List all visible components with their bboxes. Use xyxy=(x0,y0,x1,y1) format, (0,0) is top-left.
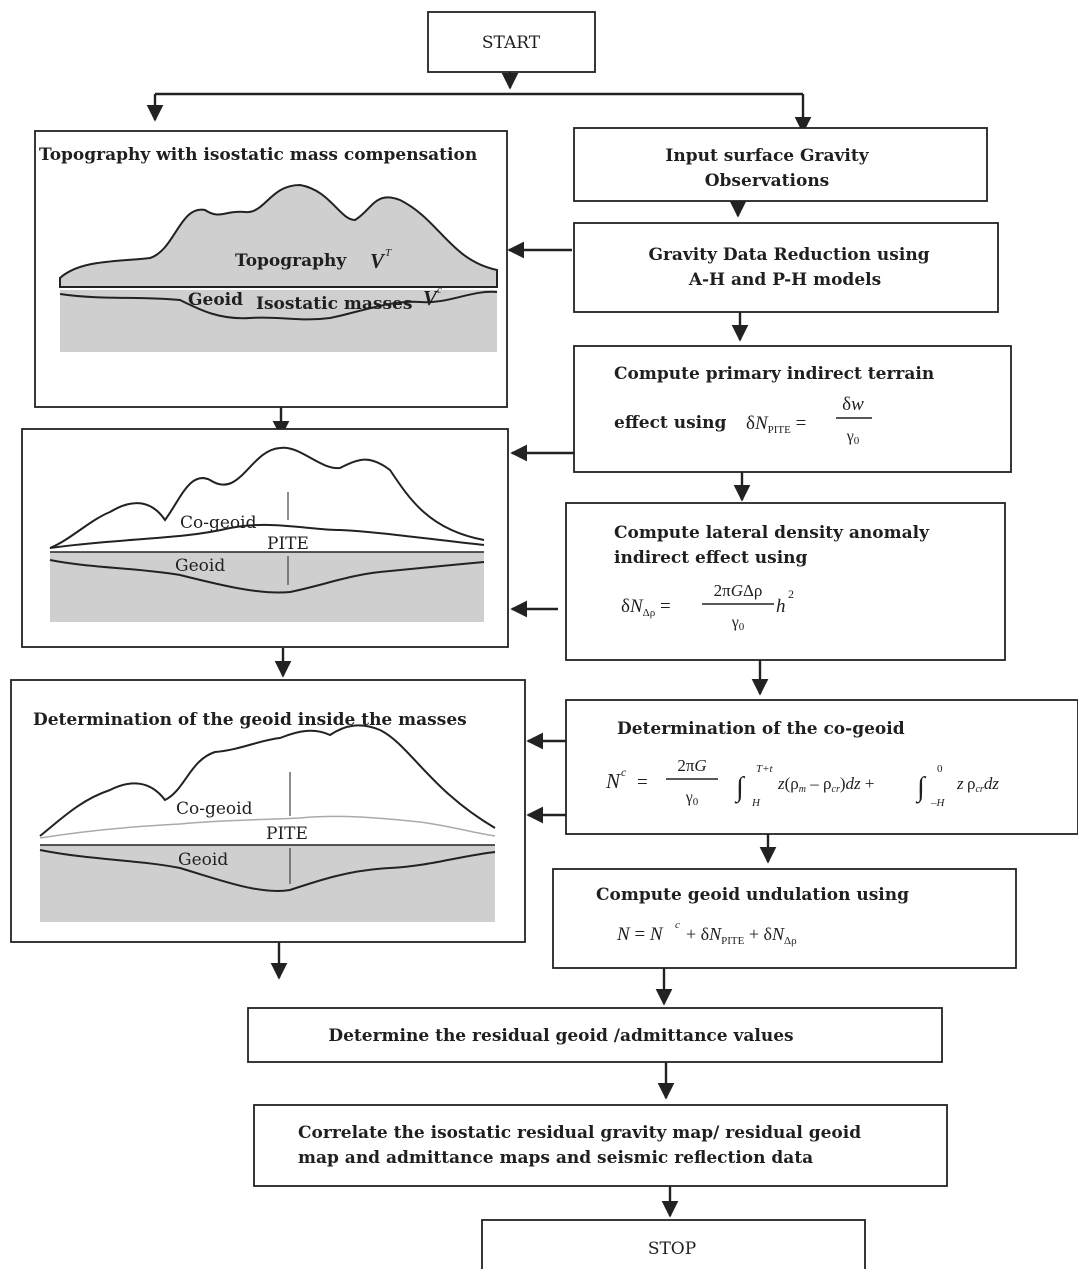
svg-text:h: h xyxy=(776,596,786,617)
correlate-line-1: Correlate the isostatic residual gravity… xyxy=(298,1123,861,1143)
stop-node: STOP xyxy=(481,1219,866,1269)
svg-text:V: V xyxy=(423,286,439,310)
pite-node: Compute primary indirect terrain effect … xyxy=(573,345,1012,473)
svg-text:2πG: 2πG xyxy=(677,756,706,775)
start-node: START xyxy=(427,11,596,73)
svg-text:T+t: T+t xyxy=(756,763,774,775)
svg-text:H: H xyxy=(751,797,761,809)
panel1-title: Topography with isostatic mass compensat… xyxy=(39,145,477,165)
panel-topography-isostatic: Topography with isostatic mass compensat… xyxy=(34,130,508,408)
connectors xyxy=(146,72,812,1218)
pite-line-2: effect using xyxy=(614,413,726,433)
svg-text:c: c xyxy=(675,919,680,931)
panel1-geoid-label: Geoid xyxy=(188,290,243,310)
svg-text:=: = xyxy=(637,772,648,793)
panel3-title: Determination of the geoid inside the ma… xyxy=(33,710,467,730)
panel1-topography-shape xyxy=(59,183,498,288)
svg-text:∫: ∫ xyxy=(915,772,927,804)
svg-text:δw: δw xyxy=(842,394,864,415)
undulation-equation: N = N c + δNPITE + δNΔρ xyxy=(616,919,797,947)
panel2-pite-label: PITE xyxy=(267,534,309,554)
svg-text:δNΔρ =: δNΔρ = xyxy=(621,596,671,619)
panel2-geoid-label: Geoid xyxy=(175,556,225,576)
panel1-topography-label: Topography xyxy=(235,251,347,271)
panel3-geoid-label: Geoid xyxy=(178,850,228,870)
panel1-isostatic-fill xyxy=(60,290,497,352)
start-label: START xyxy=(482,33,541,53)
gravity-reduction-node: Gravity Data Reduction using A-H and P-H… xyxy=(573,222,999,313)
panel3-mass-fill xyxy=(40,845,495,922)
correlate-line-2: map and admittance maps and seismic refl… xyxy=(298,1148,813,1168)
svg-text:N: N xyxy=(605,769,621,793)
residual-node: Determine the residual geoid /admittance… xyxy=(247,1007,943,1063)
svg-text:z(ρm – ρcr)dz +: z(ρm – ρcr)dz + xyxy=(777,774,874,795)
svg-text:–H: –H xyxy=(930,797,946,809)
input-line-2: Observations xyxy=(705,171,830,191)
panel2-mass-fill xyxy=(50,552,484,622)
reduction-line-2: A-H and P-H models xyxy=(688,270,881,290)
lateral-equation: δNΔρ = 2πGΔρ γ0 h 2 xyxy=(621,581,794,633)
stop-label: STOP xyxy=(648,1239,696,1259)
svg-text:0: 0 xyxy=(937,763,943,775)
panel3-pite-label: PITE xyxy=(266,824,308,844)
correlate-node: Correlate the isostatic residual gravity… xyxy=(253,1104,948,1187)
panel3-cogeoid-label: Co-geoid xyxy=(176,799,253,819)
input-line-1: Input surface Gravity xyxy=(665,146,869,166)
svg-text:c: c xyxy=(437,284,442,296)
svg-text:c: c xyxy=(621,765,627,779)
svg-text:V: V xyxy=(370,249,386,273)
input-gravity-node: Input surface Gravity Observations xyxy=(573,127,988,202)
cogeoid-title: Determination of the co-geoid xyxy=(617,719,905,739)
residual-label: Determine the residual geoid /admittance… xyxy=(328,1026,793,1046)
svg-text:N = N: N = N xyxy=(616,924,664,945)
svg-text:∫: ∫ xyxy=(734,772,746,804)
svg-text:2: 2 xyxy=(788,587,794,601)
panel2-cogeoid-label: Co-geoid xyxy=(180,513,257,533)
lateral-density-node: Compute lateral density anomaly indirect… xyxy=(565,502,1006,661)
svg-text:δNPITE =: δNPITE = xyxy=(746,413,806,436)
panel-geoid-inside-masses: Determination of the geoid inside the ma… xyxy=(10,679,526,943)
lateral-line-1: Compute lateral density anomaly xyxy=(614,523,930,543)
undulation-node: Compute geoid undulation using N = N c +… xyxy=(552,868,1017,969)
reduction-line-1: Gravity Data Reduction using xyxy=(648,245,929,265)
undulation-title: Compute geoid undulation using xyxy=(596,885,909,905)
panel1-isostatic-label: Isostatic masses xyxy=(256,294,412,314)
pite-line-1: Compute primary indirect terrain xyxy=(614,364,934,384)
svg-text:z: z xyxy=(956,774,964,793)
svg-text:T: T xyxy=(385,247,392,259)
svg-text:2πGΔρ: 2πGΔρ xyxy=(714,581,763,600)
cogeoid-node: Determination of the co-geoid N c = 2πG … xyxy=(565,699,1078,835)
cogeoid-equation: N c = 2πG γ0 ∫ T+t H z(ρm – ρcr)dz + ∫ 0… xyxy=(605,756,999,809)
svg-text:+ δNPITE + δNΔρ: + δNPITE + δNΔρ xyxy=(686,924,797,947)
panel-pite: Co-geoid PITE Geoid xyxy=(21,428,509,648)
svg-text:ρcrdz: ρcrdz xyxy=(967,774,999,795)
lateral-line-2: indirect effect using xyxy=(614,548,808,568)
